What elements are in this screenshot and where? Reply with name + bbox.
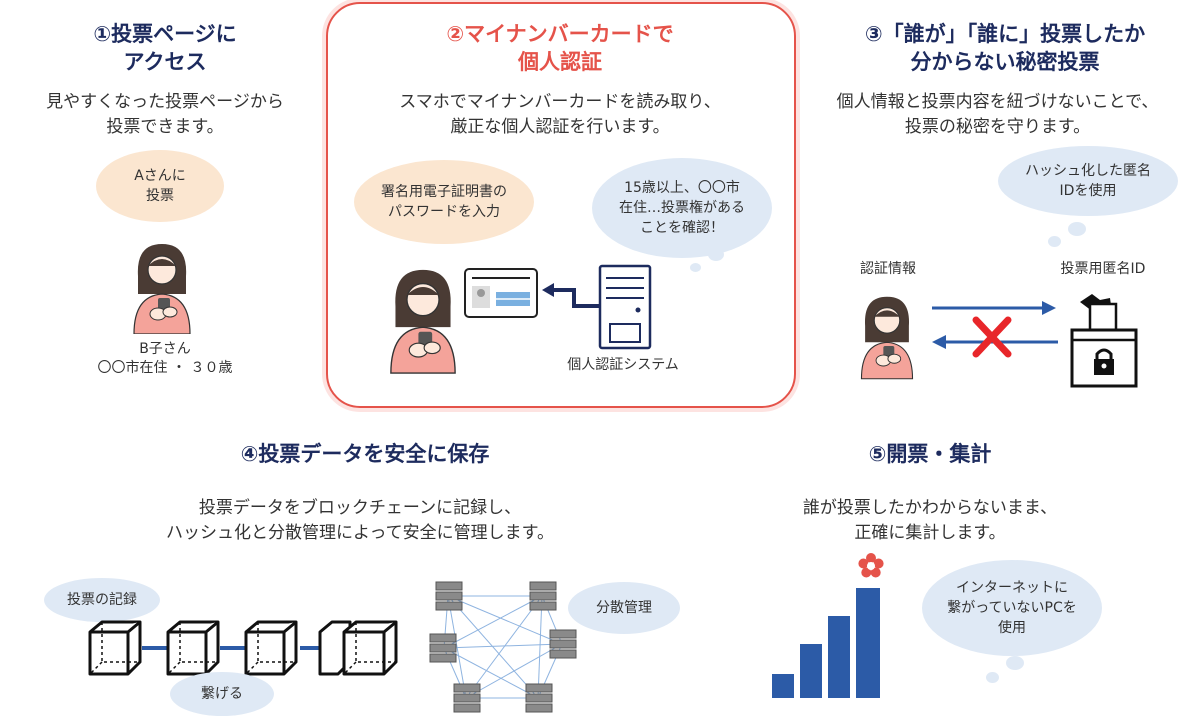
cube-icon [88, 620, 142, 676]
thought-dot [1006, 656, 1024, 670]
step3-title: ③「誰が」「誰に」投票したか 分からない秘密投票 [864, 22, 1146, 75]
system-label: 個人認証システム [567, 357, 679, 373]
unlinked-arrows [932, 301, 1058, 358]
server-rack-icon [435, 581, 463, 611]
label-auth-info: 認証情報 [860, 261, 916, 277]
lock-icon [1094, 348, 1114, 375]
flower-icon [858, 553, 884, 578]
thought-dot [1048, 236, 1061, 247]
id-card-icon [464, 268, 538, 318]
step1-title: ①投票ページに アクセス [93, 22, 237, 75]
cube-icon [244, 620, 298, 676]
thought-dot [708, 248, 724, 261]
step3-description: 個人情報と投票内容を紐づけないことで、 投票の秘密を守ります。 [836, 92, 1159, 137]
step4-title: ④投票データを安全に保存 [240, 442, 490, 466]
thought-dot [690, 263, 701, 272]
arrow-to-card [542, 283, 602, 308]
step5-title: ⑤開票・集計 [868, 442, 992, 466]
server-tower-icon [598, 264, 652, 350]
step2-title: ②マイナンバーカードで 個人認証 [446, 22, 674, 75]
step2-bubble-confirm: 15歳以上、〇〇市在住…投票権があることを確認！ [592, 158, 772, 258]
person-smartphone-icon [860, 296, 914, 380]
server-rack-icon [525, 683, 553, 713]
cube-icon [342, 620, 398, 676]
server-rack-icon [429, 633, 457, 663]
server-rack-icon [549, 629, 577, 659]
step1-bubble: Aさんに投票 [96, 150, 224, 222]
step1-person-caption: B子さん 〇〇市在住 ・ ３０歳 [97, 341, 233, 376]
distributed-network [429, 581, 577, 713]
thought-dot [986, 672, 999, 683]
server-rack-icon [453, 683, 481, 713]
bubble-vote-record: 投票の記録 [44, 578, 160, 622]
step5-bubble: インターネットに繋がっていないPCを使用 [922, 560, 1102, 656]
cube-icon [166, 620, 220, 676]
person-smartphone-icon [390, 269, 456, 374]
thought-dot [1068, 222, 1086, 236]
cross-mark-icon [972, 316, 1012, 358]
step2-highlight-box [326, 2, 796, 408]
step4-description: 投票データをブロックチェーンに記録し、 ハッシュ化と分散管理によって安全に管理し… [166, 498, 554, 543]
step2-description: スマホでマイナンバーカードを読み取り、 厳正な個人認証を行います。 [399, 92, 721, 137]
step5-description: 誰が投票したかわからないまま、 正確に集計します。 [802, 498, 1058, 543]
person-smartphone-icon [133, 244, 191, 334]
ballot-box-icon [1070, 294, 1138, 388]
bar-chart-icon [772, 553, 884, 698]
label-vote-id: 投票用匿名ID [1060, 261, 1146, 277]
step2-bubble-password: 署名用電子証明書のパスワードを入力 [354, 160, 534, 244]
blockchain [88, 620, 352, 676]
bubble-link: 繋げる [170, 672, 274, 716]
step1-description: 見やすくなった投票ページから 投票できます。 [46, 92, 284, 137]
server-rack-icon [529, 581, 557, 611]
bubble-distributed: 分散管理 [568, 582, 680, 634]
